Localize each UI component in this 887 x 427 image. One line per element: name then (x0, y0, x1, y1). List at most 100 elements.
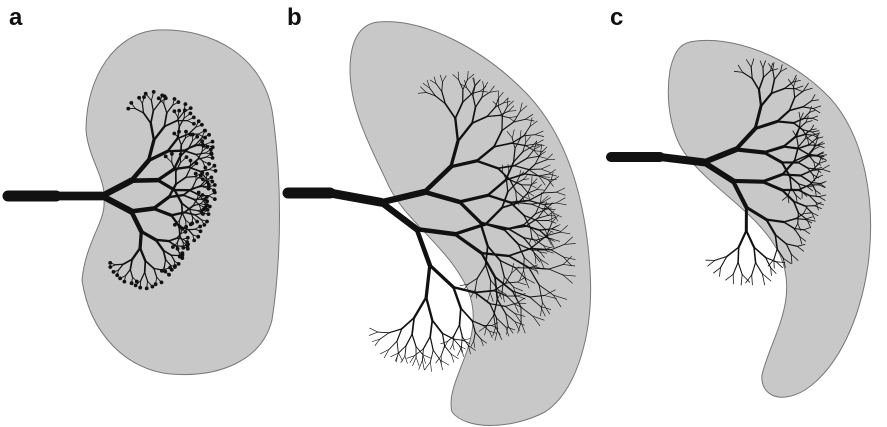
vessel-segment (432, 320, 442, 333)
terminal-dot (173, 109, 177, 113)
vessel-segment (131, 180, 158, 181)
terminal-dot (160, 281, 164, 285)
terminal-dot (185, 155, 189, 159)
vessel-segment (752, 263, 756, 275)
vessel-segment (756, 263, 763, 274)
terminal-dot (181, 246, 185, 250)
vessel-segment (140, 232, 141, 249)
panel-c-domain (668, 40, 870, 397)
terminal-dot (200, 123, 204, 127)
vessel-segment (426, 297, 432, 320)
vessel-segment (422, 360, 424, 370)
terminal-dot (134, 284, 138, 288)
vessel-segment (145, 261, 146, 273)
terminal-dot (154, 282, 158, 286)
vessel-segment (741, 275, 742, 286)
terminal-dot (195, 162, 199, 166)
vessel-segment (742, 275, 749, 283)
terminal-dot (184, 102, 188, 106)
terminal-dot (202, 223, 206, 227)
panel-b-diagram (288, 22, 591, 426)
vessel-segment (370, 328, 378, 332)
terminal-dot (211, 156, 215, 160)
terminal-dot (160, 269, 164, 273)
vessel-segment (726, 274, 734, 280)
terminal-dot (115, 273, 119, 277)
terminal-dot (203, 129, 207, 133)
vessel-segment (798, 213, 799, 224)
vessel-segment (445, 346, 452, 354)
terminal-dot (144, 92, 148, 96)
terminal-dot (201, 193, 205, 197)
vessel-segment (426, 265, 430, 297)
panel-b-domain (350, 22, 591, 426)
terminal-dot (199, 229, 203, 233)
vessel-segment (442, 333, 453, 339)
vessel-segment (714, 268, 721, 273)
vessel-segment (412, 334, 416, 346)
terminal-dot (173, 223, 177, 227)
vessel-segment (461, 337, 462, 348)
terminal-dot (207, 133, 211, 137)
vessel-segment (430, 350, 433, 362)
terminal-dot (179, 153, 183, 157)
terminal-dot (164, 155, 168, 159)
vessel-segment (131, 209, 153, 212)
terminal-dot (170, 152, 174, 156)
vessel-segment (783, 174, 801, 175)
terminal-dot (197, 191, 201, 195)
terminal-dot (186, 242, 190, 246)
terminal-dot (214, 169, 218, 173)
panel-label-b: b (287, 6, 302, 30)
vessel-segment (433, 350, 440, 360)
terminal-dot (195, 220, 199, 224)
terminal-dot (177, 130, 181, 134)
vessel-segment (430, 320, 432, 336)
terminal-dot (191, 133, 195, 137)
terminal-dot (213, 183, 217, 187)
terminal-dot (192, 239, 196, 243)
panel-a-diagram (8, 30, 280, 375)
terminal-dot (200, 139, 204, 143)
vessel-segment (442, 333, 444, 346)
terminal-dot (192, 116, 196, 120)
terminal-dot (189, 112, 193, 116)
terminal-dot (183, 108, 187, 112)
terminal-dot (108, 261, 112, 265)
vessel-segment (754, 247, 766, 257)
terminal-dot (152, 90, 156, 94)
vessel-segment (406, 334, 412, 345)
terminal-dot (211, 140, 215, 144)
vessel-segment (430, 362, 431, 372)
vessel-segment (380, 333, 389, 339)
vessel-segment (746, 231, 754, 248)
vessel-segment (460, 325, 463, 337)
vessel-segment (720, 268, 721, 277)
terminal-dot (163, 94, 167, 98)
terminal-dot (213, 191, 217, 195)
terminal-dot (126, 107, 130, 111)
vessel-segment (430, 265, 454, 287)
terminal-dot (181, 251, 185, 255)
terminal-dot (163, 270, 167, 274)
vessel-segment (733, 181, 763, 182)
terminal-dot (145, 287, 149, 291)
terminal-dot (207, 187, 211, 191)
vessel-segment (727, 247, 739, 256)
terminal-dot (210, 180, 214, 184)
vessel-segment (182, 203, 183, 213)
terminal-dot (195, 135, 199, 139)
terminal-dot (177, 100, 181, 104)
vessel-segment (738, 262, 742, 274)
terminal-dot (173, 265, 177, 269)
terminal-dot (189, 223, 193, 227)
vessel-segment (414, 297, 426, 318)
terminal-dot (192, 122, 196, 126)
terminal-dot (171, 245, 175, 249)
terminal-dot (181, 227, 185, 231)
terminal-dot (177, 109, 181, 113)
terminal-dot (213, 197, 217, 201)
terminal-dot (151, 285, 155, 289)
panel-label-a: a (9, 6, 22, 30)
